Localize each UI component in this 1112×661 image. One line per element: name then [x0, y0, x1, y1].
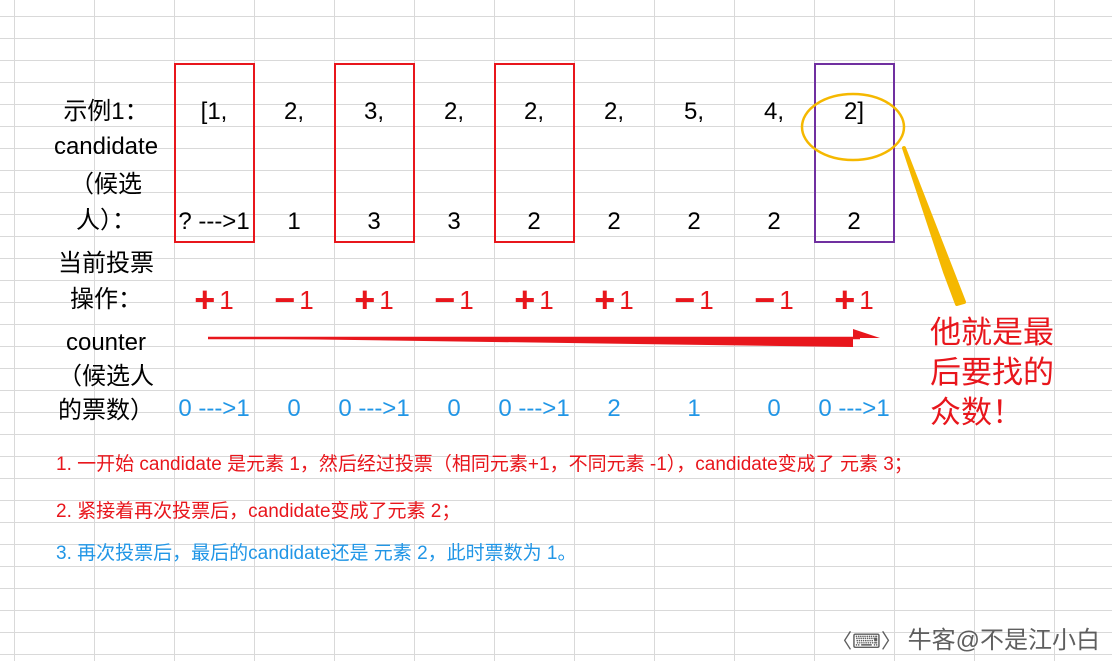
- vote-operation: −1: [414, 282, 494, 318]
- note-line-2: 2. 紧接着再次投票后，candidate变成了元素 2；: [56, 501, 461, 522]
- array-value: 4,: [763, 98, 784, 125]
- counter-value: 0: [447, 395, 461, 422]
- counter-value: 0 --->1: [498, 395, 570, 422]
- answer-ellipse: [800, 92, 906, 162]
- vote-operation: −1: [734, 282, 814, 318]
- operation-value: 1: [859, 285, 874, 315]
- counter-value: 0 --->1: [818, 395, 890, 422]
- array-value: 2,: [443, 98, 464, 125]
- operation-value: 1: [379, 285, 394, 315]
- operation-sign: −: [434, 279, 456, 320]
- array-value: 2,: [603, 98, 624, 125]
- counter-value: 0 --->1: [338, 395, 410, 422]
- candidate-value: 2: [687, 208, 701, 235]
- candidate-value: ? --->1: [178, 208, 250, 235]
- operation-sign: +: [354, 279, 376, 320]
- callout-arrow: [902, 146, 966, 306]
- candidate-label-line2: （候选: [70, 171, 142, 198]
- counter-value: 1: [687, 395, 701, 422]
- candidate-value: 3: [367, 208, 381, 235]
- array-value: 2,: [523, 98, 544, 125]
- vote-operation: −1: [654, 282, 734, 318]
- array-value: 2,: [283, 98, 304, 125]
- nowcoder-logo-icon: 〈⌨〉: [832, 631, 901, 653]
- array-value: 3,: [363, 98, 384, 125]
- example-label: 示例1：: [63, 98, 149, 125]
- majority-callout: 他就是最后要找的众数！: [930, 315, 1054, 430]
- candidate-value: 1: [287, 208, 301, 235]
- vote-operation: +1: [334, 282, 414, 318]
- watermark-text: 牛客@不是江小白: [907, 627, 1100, 654]
- candidate-label-line3: 人）：: [76, 207, 136, 234]
- vote-operation: +1: [174, 282, 254, 318]
- operation-sign: −: [674, 279, 696, 320]
- candidate-value: 2: [847, 208, 861, 235]
- highlight-box-red: [334, 63, 415, 243]
- operation-value: 1: [459, 285, 474, 315]
- operation-value: 1: [219, 285, 234, 315]
- candidate-value: 2: [607, 208, 621, 235]
- candidate-value: 2: [527, 208, 541, 235]
- highlight-box-red: [494, 63, 575, 243]
- operation-sign: +: [194, 279, 216, 320]
- highlight-box-red: [174, 63, 255, 243]
- operation-value: 1: [699, 285, 714, 315]
- array-value: 2]: [843, 98, 864, 125]
- counter-value: 0: [767, 395, 781, 422]
- operation-label-line2: 操作：: [70, 286, 142, 313]
- array-value: [1,: [200, 98, 228, 125]
- operation-value: 1: [539, 285, 554, 315]
- watermark: 〈⌨〉 牛客@不是江小白: [832, 620, 1100, 655]
- operation-sign: +: [594, 279, 616, 320]
- operation-value: 1: [619, 285, 634, 315]
- vote-operation: +1: [574, 282, 654, 318]
- counter-value: 0 --->1: [178, 395, 250, 422]
- counter-value: 2: [607, 395, 621, 422]
- operation-sign: +: [834, 279, 856, 320]
- note-line-1: 1. 一开始 candidate 是元素 1，然后经过投票（相同元素+1，不同元…: [56, 454, 913, 475]
- note-line-3: 3. 再次投票后，最后的candidate还是 元素 2，此时票数为 1。: [56, 543, 577, 564]
- operation-value: 1: [779, 285, 794, 315]
- counter-label-line2: （候选人: [58, 363, 154, 390]
- operation-label-line1: 当前投票: [58, 250, 154, 277]
- vote-operation: −1: [254, 282, 334, 318]
- counter-value: 0: [287, 395, 301, 422]
- operation-sign: −: [274, 279, 296, 320]
- counter-label-line3: 的票数）: [58, 397, 154, 424]
- candidate-value: 2: [767, 208, 781, 235]
- candidate-label-line1: candidate: [53, 133, 159, 160]
- highlight-box-purple: [814, 63, 895, 243]
- candidate-value: 3: [447, 208, 461, 235]
- operation-sign: −: [754, 279, 776, 320]
- counter-label-line1: counter: [65, 329, 147, 356]
- vote-operation: +1: [494, 282, 574, 318]
- operation-sign: +: [514, 279, 536, 320]
- array-value: 5,: [683, 98, 704, 125]
- operation-value: 1: [299, 285, 314, 315]
- vote-operation: +1: [814, 282, 894, 318]
